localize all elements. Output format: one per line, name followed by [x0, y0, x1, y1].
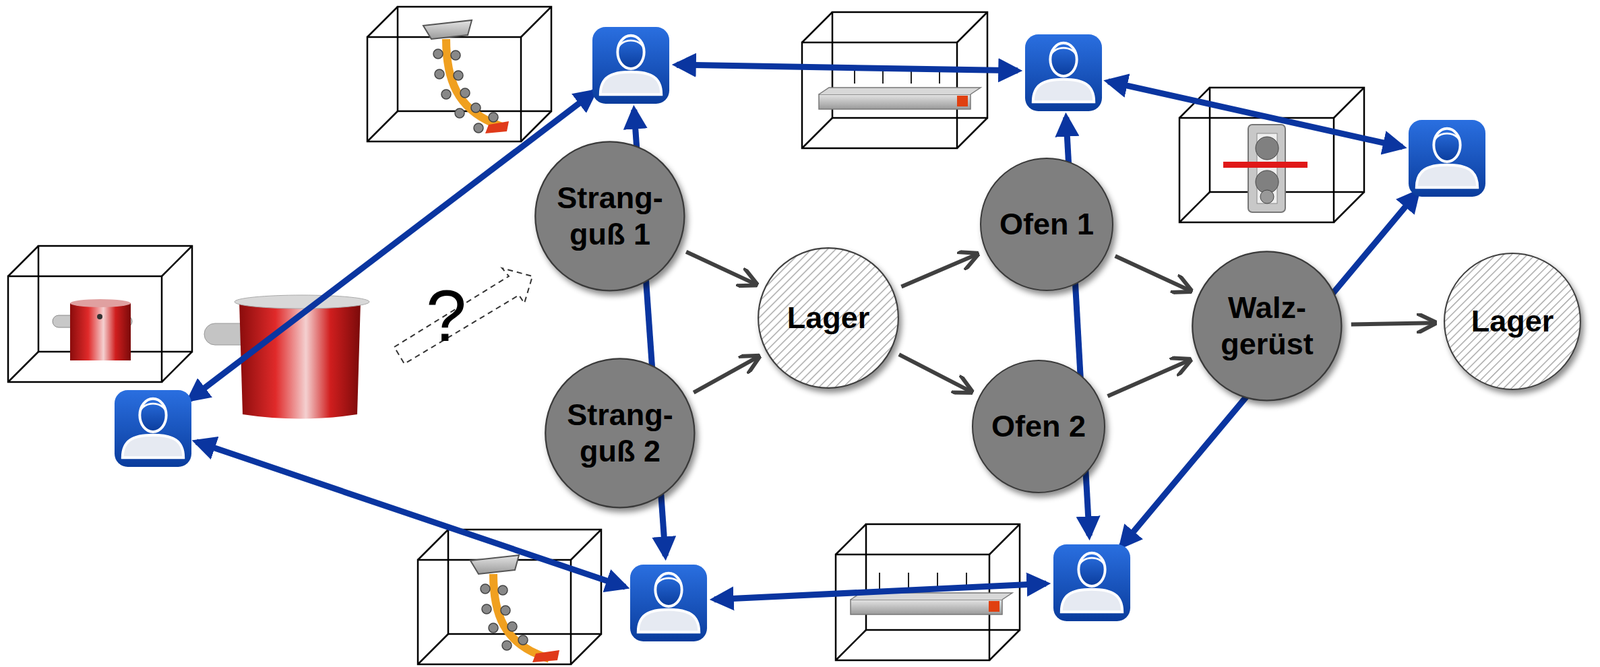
process-circle: Ofen 2 [971, 359, 1106, 495]
node-label: Walz- gerüst [1207, 289, 1326, 363]
node-text: Strang- guß 1 [550, 179, 669, 253]
node-label: Strang- guß 2 [560, 396, 679, 470]
storage-circle: Lager [756, 246, 900, 390]
circle-outline [543, 357, 697, 510]
node-text: Ofen 1 [999, 206, 1094, 243]
rolling-stand-figure [1223, 124, 1308, 213]
node-label: Ofen 2 [991, 408, 1086, 445]
circle-outline [533, 140, 687, 293]
agent-icon [592, 26, 670, 104]
node-label: Lager [1471, 303, 1555, 340]
node-text: Walz- gerüst [1207, 289, 1326, 363]
pot-figure [204, 295, 370, 420]
node-text: Lager [1471, 303, 1555, 340]
agent-icon [630, 564, 707, 642]
node-text: Ofen 2 [991, 408, 1086, 445]
agent-link [676, 64, 1018, 71]
caster-figure [423, 20, 509, 134]
wireframe-cube [8, 245, 193, 383]
flow-arrow [686, 252, 757, 285]
node-label: Lager [787, 299, 871, 337]
agent-link [189, 91, 595, 400]
flow-arrow [693, 356, 759, 393]
caster-figure [470, 555, 560, 663]
process-circle: Ofen 1 [979, 157, 1115, 292]
storage-circle: Lager [1442, 252, 1582, 391]
pot-figure [52, 299, 133, 361]
flow-arrow [899, 354, 972, 393]
node-text: Lager [787, 299, 871, 337]
circle-outline [1190, 250, 1344, 403]
agent-icon [1053, 544, 1131, 622]
flow-arrow [1351, 322, 1435, 325]
slab-figure [818, 67, 981, 110]
process-circle: Strang- guß 1 [533, 140, 687, 293]
process-circle: Walz- gerüst [1190, 250, 1344, 403]
wireframe-cube [802, 12, 988, 149]
node-text: Strang- guß 2 [560, 396, 679, 470]
node-label: Ofen 1 [999, 206, 1094, 243]
wireframe-cube [1179, 87, 1365, 223]
flow-arrow [1108, 359, 1191, 397]
question-mark: ? [425, 279, 467, 353]
flow-arrow [1115, 256, 1191, 292]
agent-link [1108, 81, 1402, 147]
node-label: Strang- guß 1 [550, 179, 669, 253]
flow-arrow [901, 254, 978, 287]
process-circle: Strang- guß 2 [543, 357, 697, 510]
wireframe-cube [367, 6, 552, 142]
agent-icon [114, 390, 192, 468]
dashed-arrow [394, 268, 533, 364]
agent-icon [1025, 34, 1102, 112]
agent-icon [1408, 119, 1486, 197]
agent-link [714, 583, 1046, 600]
